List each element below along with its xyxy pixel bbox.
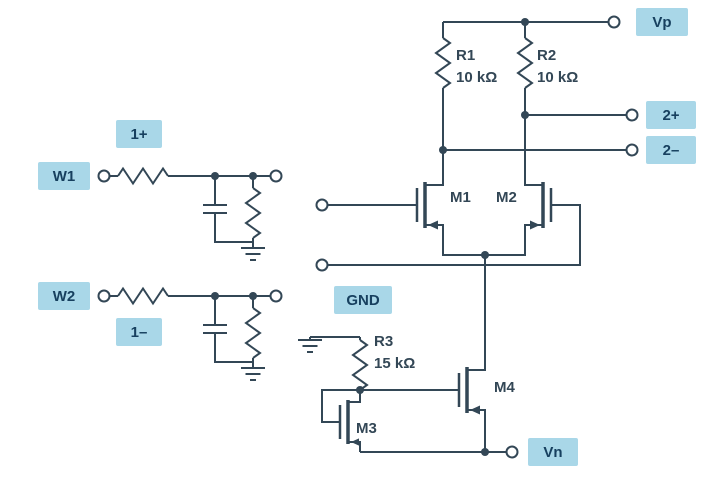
out-2plus-label-box	[646, 101, 696, 129]
m2-source-arrow	[530, 220, 540, 230]
r3-body	[351, 339, 369, 391]
terminal-w1: W1	[38, 162, 90, 190]
w2-label-box	[38, 282, 90, 310]
junction-dot	[356, 386, 364, 394]
w1-shunt-resistor	[244, 187, 262, 239]
m1-source-wire	[425, 224, 485, 256]
junction-dots	[211, 18, 529, 456]
out-2plus-terminal-circle	[625, 108, 639, 122]
terminal-circles	[97, 15, 639, 459]
ground-symbol-w1	[241, 247, 265, 261]
terminal-vp: Vp	[636, 8, 688, 36]
w2-output-terminal-circle	[269, 289, 283, 303]
rails	[360, 21, 626, 453]
mosfet-m1: M1	[328, 150, 485, 256]
w1-series-resistor	[117, 166, 169, 186]
junction-dot	[481, 251, 489, 259]
w1-capacitor	[203, 176, 253, 243]
junction-dot	[481, 448, 489, 456]
gnd-label-box	[334, 286, 392, 314]
in-1plus-label: 1+	[130, 126, 147, 143]
r1-ref-label: R1	[456, 47, 475, 64]
mosfet-m3: M3	[321, 389, 377, 452]
resistor-r2: R2 10 kΩ	[516, 22, 578, 115]
out-2minus-label-box	[646, 136, 696, 164]
vn-label: Vn	[543, 444, 562, 461]
junction-dot	[211, 292, 219, 300]
gnd-label: GND	[346, 292, 380, 309]
out-2minus-terminal-circle	[625, 143, 639, 157]
w1-label-box	[38, 162, 90, 190]
m1-source-arrow	[428, 220, 438, 230]
gnd-reference: GND	[298, 286, 392, 353]
junction-dot	[521, 18, 529, 26]
input-network-w1	[110, 166, 283, 261]
mosfet-m4: M4	[360, 367, 515, 452]
terminal-1minus: 1–	[116, 318, 162, 346]
w2-label: W2	[53, 288, 76, 305]
vn-terminal-circle	[505, 445, 519, 459]
w2-shunt-resistor	[244, 307, 262, 359]
m2-drain-wire	[524, 115, 543, 186]
terminal-2minus: 2–	[646, 136, 696, 164]
w2-capacitor	[203, 296, 253, 363]
m2-gate-terminal-circle	[315, 258, 329, 272]
m3-source-arrow	[351, 438, 359, 446]
ground-symbol-w2	[241, 367, 265, 381]
out-2plus-label: 2+	[662, 107, 679, 124]
in-1minus-label-box	[116, 318, 162, 346]
r3-ref-label: R3	[374, 333, 393, 350]
m1-label: M1	[450, 189, 471, 206]
r3-value-label: 15 kΩ	[374, 355, 415, 372]
vp-label-box	[636, 8, 688, 36]
m3-gate-tie-wire	[321, 389, 360, 423]
resistor-r3: R3 15 kΩ	[351, 333, 415, 391]
vp-terminal-circle	[607, 15, 621, 29]
in-1plus-label-box	[116, 120, 162, 148]
m3-label: M3	[356, 420, 377, 437]
m4-source-wire	[467, 409, 486, 452]
vn-label-box	[528, 438, 578, 466]
in-1minus-label: 1–	[131, 324, 148, 341]
junction-dot	[211, 172, 219, 180]
vp-label: Vp	[652, 14, 671, 31]
wire-tail-to-m4	[467, 255, 486, 371]
m2-gate-wire	[328, 204, 581, 266]
terminal-w2: W2	[38, 282, 90, 310]
m4-source-arrow	[470, 405, 480, 415]
w1-label: W1	[53, 168, 76, 185]
r1-value-label: 10 kΩ	[456, 69, 497, 86]
junction-dot	[439, 146, 447, 154]
w2-terminal-circle	[97, 289, 111, 303]
ground-symbol-gnd	[298, 339, 322, 353]
terminal-2plus: 2+	[646, 101, 696, 129]
w1-output-terminal-circle	[269, 169, 283, 183]
m1-drain-wire	[425, 150, 444, 186]
r1-body	[434, 37, 452, 89]
r2-body	[516, 37, 534, 89]
m1-gate-terminal-circle	[315, 198, 329, 212]
junction-dot	[249, 292, 257, 300]
out-2minus-label: 2–	[663, 142, 680, 159]
m2-source-wire	[485, 224, 543, 256]
w1-terminal-circle	[97, 169, 111, 183]
mosfet-m2: M2	[328, 115, 581, 266]
resistor-r1: R1 10 kΩ	[434, 22, 497, 150]
w2-series-resistor	[117, 286, 169, 306]
m4-label: M4	[494, 379, 515, 396]
terminal-1plus: 1+	[116, 120, 162, 148]
m2-label: M2	[496, 189, 517, 206]
junction-dot	[521, 111, 529, 119]
junction-dot	[249, 172, 257, 180]
r2-ref-label: R2	[537, 47, 556, 64]
terminal-vn: Vn	[528, 438, 578, 466]
r2-value-label: 10 kΩ	[537, 69, 578, 86]
